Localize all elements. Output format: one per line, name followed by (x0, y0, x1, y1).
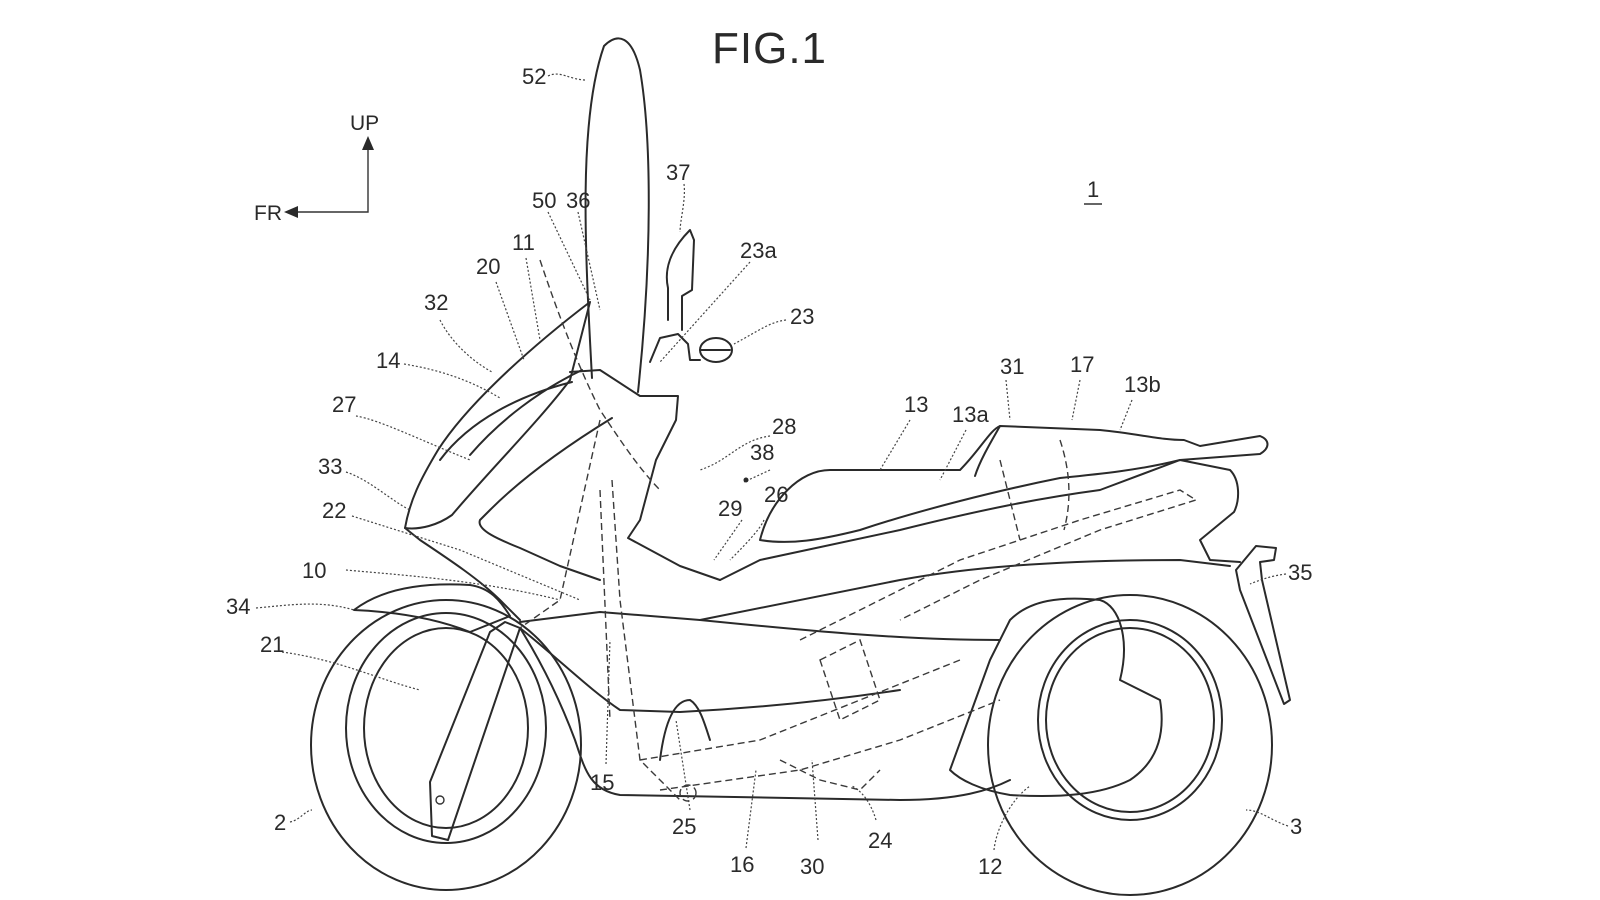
ref-36: 36 (566, 188, 590, 213)
ref-15: 15 (590, 770, 614, 795)
seat-front-edge (974, 425, 1001, 477)
front-fender (353, 583, 511, 633)
ref-34: 34 (226, 594, 250, 619)
steering-column-hidden (519, 419, 601, 629)
ref-33: 33 (318, 454, 342, 479)
ref-17: 17 (1070, 352, 1094, 377)
ref-22: 22 (322, 498, 346, 523)
ref-29: 29 (718, 496, 742, 521)
lower-frame-2-hidden (659, 699, 1001, 791)
inner-cover (439, 369, 583, 461)
rear-wheel (987, 594, 1273, 896)
direction-indicator: UP FR (254, 112, 379, 225)
ref-20: 20 (476, 254, 500, 279)
front-wheel (310, 599, 582, 891)
ref-21: 21 (260, 632, 284, 657)
rear-body-lower (699, 559, 1231, 621)
ref-3: 3 (1290, 814, 1302, 839)
ref-14: 14 (376, 348, 400, 373)
figure-title: FIG.1 (712, 24, 827, 73)
down-tube-hidden (611, 479, 681, 801)
ref-13: 13 (904, 392, 928, 417)
assembly-ref: 1 (1087, 177, 1099, 202)
pivot-hidden (779, 759, 881, 791)
lower-frame-hidden (639, 659, 961, 761)
ref-13a: 13a (952, 402, 989, 427)
ref-10: 10 (302, 558, 326, 583)
side-line (519, 611, 1001, 641)
up-label: UP (350, 112, 379, 135)
ref-23: 23 (790, 304, 814, 329)
storage-box-hidden (1059, 439, 1070, 531)
mirror (665, 229, 695, 331)
direction-axes (292, 142, 369, 213)
ref-50: 50 (532, 188, 556, 213)
handlebar (649, 333, 701, 363)
engine-mount-hidden (819, 639, 881, 721)
down-tube-inner-hidden (599, 489, 611, 721)
rear-fender (1235, 545, 1291, 705)
ref-35: 35 (1288, 560, 1312, 585)
ref-28: 28 (772, 414, 796, 439)
front-arrow-icon (284, 206, 298, 218)
ref-23a: 23a (740, 238, 777, 263)
seat-frame-hidden (999, 459, 1021, 541)
windscreen (584, 37, 650, 393)
floor-step (519, 627, 901, 713)
ref-38: 38 (750, 440, 774, 465)
leader-lines (255, 73, 1289, 851)
leg-shield (478, 417, 613, 581)
cockpit-top (569, 369, 721, 581)
ref-30: 30 (800, 854, 824, 879)
ref-25: 25 (672, 814, 696, 839)
point-38-marker (743, 477, 749, 483)
ref-31: 31 (1000, 354, 1024, 379)
front-label: FR (254, 202, 282, 225)
stand (659, 699, 711, 761)
ref-12: 12 (978, 854, 1002, 879)
floor-panel (519, 627, 1011, 801)
front-axle (435, 795, 445, 805)
seat (759, 425, 1269, 543)
reference-labels: 52 37 50 36 23a 23 20 11 32 14 27 28 38 … (226, 64, 1312, 879)
up-arrow-icon (362, 136, 374, 150)
ref-2: 2 (274, 810, 286, 835)
ref-24: 24 (868, 828, 892, 853)
ref-11: 11 (512, 230, 535, 255)
ref-16: 16 (730, 852, 754, 877)
ref-27: 27 (332, 392, 356, 417)
front-body-lower (404, 527, 521, 621)
front-fork (429, 621, 521, 841)
rear-body (719, 459, 1241, 581)
ref-32: 32 (424, 290, 448, 315)
ref-52: 52 (522, 64, 546, 89)
head-pipe-hidden (539, 259, 661, 491)
ref-26: 26 (764, 482, 788, 507)
front-cover (404, 301, 591, 530)
seat-rail-hidden (799, 489, 1198, 641)
ref-13b: 13b (1124, 372, 1161, 397)
ref-37: 37 (666, 160, 690, 185)
